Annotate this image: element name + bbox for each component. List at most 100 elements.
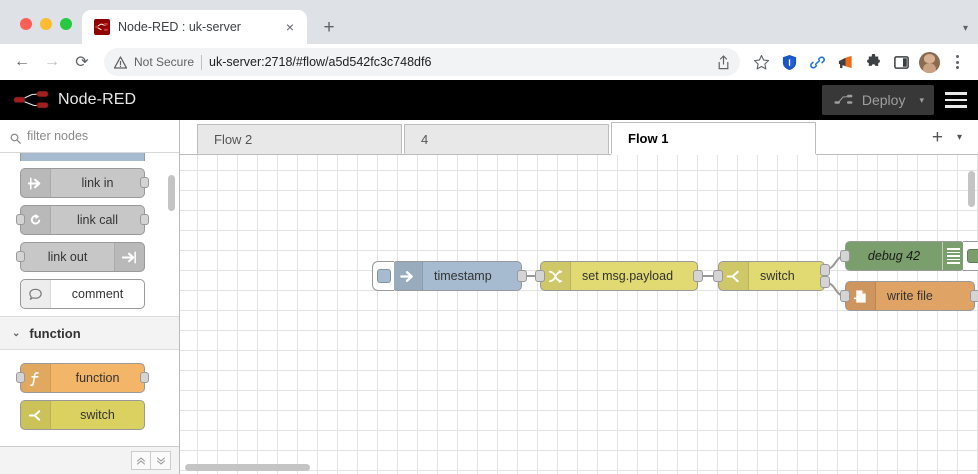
canvas-horizontal-scrollbar[interactable] [185, 464, 310, 471]
flow-tab-4[interactable]: 4 [404, 124, 609, 154]
palette-footer [0, 446, 179, 474]
palette-category-function[interactable]: ⌄ function [0, 316, 179, 350]
forward-button[interactable]: → [44, 53, 60, 70]
input-port[interactable] [840, 250, 850, 262]
window-traffic-lights [0, 18, 72, 44]
change-swap-icon [541, 262, 571, 290]
switch-branch-icon [719, 262, 749, 290]
palette-node-link-call[interactable]: link call [16, 205, 149, 235]
avatar[interactable] [916, 49, 942, 75]
canvas-vertical-scrollbar[interactable] [968, 171, 975, 207]
output-port[interactable] [140, 214, 149, 225]
canvas-column: Flow 2 4 Flow 1 + ▾ [180, 120, 978, 474]
url-divider [201, 54, 203, 70]
node-debug-42[interactable]: debug 42 [840, 241, 978, 271]
share-icon[interactable] [717, 54, 730, 70]
flow-list-caret-icon[interactable]: ▾ [956, 131, 962, 143]
palette-node-clipped-top[interactable] [20, 153, 145, 161]
browser-tab[interactable]: Node-RED : uk-server × [82, 10, 307, 44]
flow-tab-label: 4 [421, 132, 429, 147]
input-port[interactable] [840, 290, 850, 302]
flow-canvas[interactable]: timestamp set msg.payload [180, 155, 978, 474]
palette-node-function[interactable]: function [16, 363, 149, 393]
output-port[interactable] [517, 270, 527, 282]
palette-node-label: function [75, 371, 120, 385]
palette-scrollbar[interactable] [168, 175, 175, 211]
node-switch[interactable]: switch [713, 261, 830, 291]
link-extension-icon[interactable] [804, 49, 830, 75]
tab-search-caret-icon[interactable]: ▾ [962, 23, 968, 34]
link-call-icon [21, 206, 51, 234]
browser-omnibox-bar: ← → ⟳ Not Secure uk-server:2718/#flow/a5… [0, 44, 978, 80]
output-port[interactable] [140, 177, 149, 188]
debug-toggle-button[interactable] [963, 241, 978, 271]
expand-all-icon[interactable] [151, 451, 171, 470]
node-file-write[interactable]: write file [840, 281, 978, 311]
flow-tab-flow-2[interactable]: Flow 2 [197, 124, 402, 154]
output-port-2[interactable] [820, 276, 830, 289]
palette-node-switch[interactable]: switch [20, 400, 145, 430]
output-port[interactable] [140, 372, 149, 383]
bookmark-star-icon[interactable] [748, 49, 774, 75]
input-port[interactable] [713, 270, 723, 282]
close-window-button[interactable] [20, 18, 32, 30]
browser-chrome: Node-RED : uk-server × + ▾ ← → ⟳ Not Sec… [0, 0, 978, 80]
megaphone-extension-icon[interactable] [832, 49, 858, 75]
shield-extension-icon[interactable] [776, 49, 802, 75]
node-label: timestamp [434, 269, 492, 283]
flow-tab-flow-1[interactable]: Flow 1 [611, 122, 816, 154]
deploy-icon [834, 93, 854, 107]
deploy-dropdown-caret-icon[interactable]: ▾ [919, 94, 924, 105]
node-red-logo [12, 89, 52, 111]
node-red-favicon [94, 19, 110, 35]
palette-search-input[interactable]: filter nodes [27, 129, 89, 143]
reload-button[interactable]: ⟳ [75, 54, 89, 71]
deploy-button[interactable]: Deploy ▾ [821, 85, 934, 115]
debug-stripes-icon [942, 242, 964, 270]
url-text: uk-server:2718/#flow/a5d542fc3c748df6 [209, 55, 432, 69]
flow-tab-label: Flow 2 [214, 132, 253, 147]
palette-node-link-in[interactable]: link in [20, 168, 149, 198]
puzzle-extensions-icon[interactable] [860, 49, 886, 75]
canvas-grid [180, 155, 978, 474]
link-out-icon [114, 243, 144, 271]
maximize-window-button[interactable] [60, 18, 72, 30]
input-port[interactable] [16, 214, 25, 225]
node-label: switch [760, 269, 795, 283]
new-tab-button[interactable]: + [323, 16, 335, 38]
input-port[interactable] [16, 251, 25, 262]
chevron-down-icon: ⌄ [12, 327, 21, 339]
hamburger-menu-icon[interactable] [934, 80, 978, 120]
close-tab-button[interactable]: × [285, 19, 295, 35]
palette-node-label: link in [81, 176, 114, 190]
node-label: write file [887, 289, 933, 303]
palette-scroll-area[interactable]: link in link call [0, 153, 179, 446]
palette-search-row[interactable]: filter nodes [0, 120, 179, 153]
kebab-menu-icon[interactable] [944, 49, 970, 75]
output-port[interactable] [693, 270, 703, 282]
workspace: filter nodes link in [0, 120, 978, 474]
node-red-brand-title: Node-RED [58, 91, 137, 108]
minimize-window-button[interactable] [40, 18, 52, 30]
security-status-label: Not Secure [134, 55, 195, 69]
palette-node-comment[interactable]: comment [20, 279, 145, 309]
node-change-set-msg-payload[interactable]: set msg.payload [535, 261, 703, 291]
output-port-1[interactable] [820, 263, 830, 276]
collapse-all-icon[interactable] [131, 451, 151, 470]
url-bar[interactable]: Not Secure uk-server:2718/#flow/a5d542fc… [104, 48, 740, 76]
browser-tab-title: Node-RED : uk-server [118, 20, 241, 34]
inject-trigger-button[interactable] [372, 261, 394, 291]
file-write-icon [846, 282, 876, 310]
side-panel-icon[interactable] [888, 49, 914, 75]
add-flow-button[interactable]: + [931, 126, 943, 148]
node-label: debug 42 [867, 249, 921, 263]
node-red-header: Node-RED Deploy ▾ [0, 80, 978, 120]
node-inject-timestamp[interactable]: timestamp [372, 261, 527, 291]
input-port[interactable] [16, 372, 25, 383]
back-button[interactable]: ← [14, 53, 30, 70]
output-port[interactable] [970, 290, 978, 302]
function-icon [21, 364, 51, 392]
input-port[interactable] [535, 270, 545, 282]
palette-node-link-out[interactable]: link out [16, 242, 145, 272]
node-label: set msg.payload [582, 269, 674, 283]
